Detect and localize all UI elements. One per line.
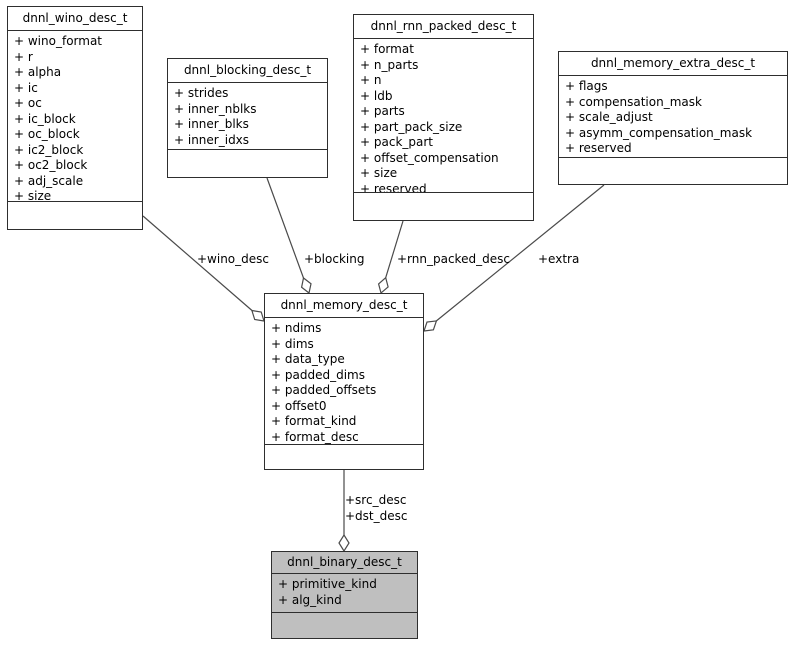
aggregation-diamond — [423, 320, 438, 332]
field-row: + alpha — [14, 65, 62, 79]
class-title: dnnl_wino_desc_t — [8, 7, 142, 31]
field-row: + ic2_block — [14, 142, 84, 157]
field-row: + adj_scale — [14, 173, 84, 188]
field-row: + reserved — [565, 141, 632, 155]
field-row: + ldb — [360, 88, 393, 103]
field-row: + r — [14, 49, 33, 64]
field-row: + size — [14, 189, 52, 202]
field-row: + oc2_block — [14, 158, 88, 172]
class-fields: + wino_format+ r+ alpha+ ic+ oc+ ic_bloc… — [8, 31, 142, 202]
class-footer — [559, 158, 787, 184]
field-row: + ic_block — [14, 111, 76, 126]
class-fields: + strides+ inner_nblks+ inner_blks+ inne… — [168, 83, 327, 150]
class-node-dnnl-binary-desc-t: dnnl_binary_desc_t + primitive_kind+ alg… — [271, 551, 418, 639]
edge-wino-desc — [142, 215, 265, 322]
field-row: + ic — [14, 80, 38, 95]
class-fields: + primitive_kind+ alg_kind — [272, 574, 417, 613]
field-row: + dims — [271, 336, 314, 351]
aggregation-diamond — [338, 533, 350, 553]
class-footer — [272, 613, 417, 638]
field-row: + offset0 — [271, 398, 327, 413]
edge-label-wino-desc: +wino_desc — [197, 252, 269, 266]
field-row: + format_kind — [271, 414, 357, 428]
class-fields: + format+ n_parts+ n+ ldb+ parts+ part_p… — [354, 39, 533, 193]
field-row: + padded_offsets — [271, 383, 377, 397]
edge-label-src-dst-desc: +src_desc +dst_desc — [345, 492, 407, 524]
class-footer — [8, 202, 142, 229]
class-title: dnnl_blocking_desc_t — [168, 59, 327, 83]
edge-blocking — [266, 177, 312, 295]
class-node-dnnl-blocking-desc-t[interactable]: dnnl_blocking_desc_t + strides+ inner_nb… — [167, 58, 328, 178]
field-row: + offset_compensation — [360, 150, 499, 165]
field-row: + parts — [360, 104, 405, 118]
class-node-dnnl-memory-extra-desc-t[interactable]: dnnl_memory_extra_desc_t + flags+ compen… — [558, 51, 788, 185]
class-footer — [265, 445, 423, 469]
field-row: + inner_nblks — [174, 101, 257, 116]
field-row: + strides — [174, 86, 229, 100]
field-row: + reserved — [360, 181, 427, 193]
edge-label-src-desc: +src_desc — [345, 493, 407, 507]
field-row: + size — [360, 166, 398, 180]
class-node-dnnl-wino-desc-t[interactable]: dnnl_wino_desc_t + wino_format+ r+ alpha… — [7, 6, 143, 230]
field-row: + inner_idxs — [174, 132, 250, 147]
field-row: + scale_adjust — [565, 110, 653, 124]
class-fields: + flags+ compensation_mask+ scale_adjust… — [559, 76, 787, 158]
field-row: + wino_format — [14, 34, 103, 48]
field-row: + format_desc — [271, 429, 359, 444]
field-row: + format — [360, 42, 414, 56]
class-footer — [354, 193, 533, 220]
class-title: dnnl_memory_extra_desc_t — [559, 52, 787, 76]
class-fields: + ndims+ dims+ data_type+ padded_dims+ p… — [265, 318, 423, 445]
field-row: + n — [360, 73, 382, 87]
class-title: dnnl_binary_desc_t — [272, 552, 417, 574]
field-row: + primitive_kind — [278, 577, 377, 591]
edge-label-dst-desc: +dst_desc — [345, 509, 408, 523]
field-row: + inner_blks — [174, 117, 249, 131]
field-row: + compensation_mask — [565, 94, 702, 109]
aggregation-diamond — [251, 309, 265, 322]
class-title: dnnl_memory_desc_t — [265, 294, 423, 318]
field-row: + data_type — [271, 352, 345, 366]
field-row: + flags — [565, 79, 608, 93]
field-row: + n_parts — [360, 57, 419, 72]
class-node-dnnl-memory-desc-t[interactable]: dnnl_memory_desc_t + ndims+ dims+ data_t… — [264, 293, 424, 470]
aggregation-diamond — [377, 276, 389, 295]
field-row: + oc_block — [14, 127, 80, 141]
class-title: dnnl_rnn_packed_desc_t — [354, 15, 533, 39]
edge-label-extra: +extra — [538, 252, 580, 266]
edge-label-blocking: +blocking — [304, 252, 365, 266]
field-row: + padded_dims — [271, 367, 365, 382]
class-node-dnnl-rnn-packed-desc-t[interactable]: dnnl_rnn_packed_desc_t + format+ n_parts… — [353, 14, 534, 221]
field-row: + oc — [14, 96, 42, 110]
field-row: + asymm_compensation_mask — [565, 125, 753, 140]
field-row: + ndims — [271, 321, 322, 335]
class-footer — [168, 150, 327, 177]
field-row: + alg_kind — [278, 592, 342, 607]
edge-label-rnn-packed-desc: +rnn_packed_desc — [397, 252, 510, 266]
field-row: + pack_part — [360, 135, 433, 149]
field-row: + part_pack_size — [360, 119, 463, 134]
aggregation-diamond — [300, 276, 312, 295]
